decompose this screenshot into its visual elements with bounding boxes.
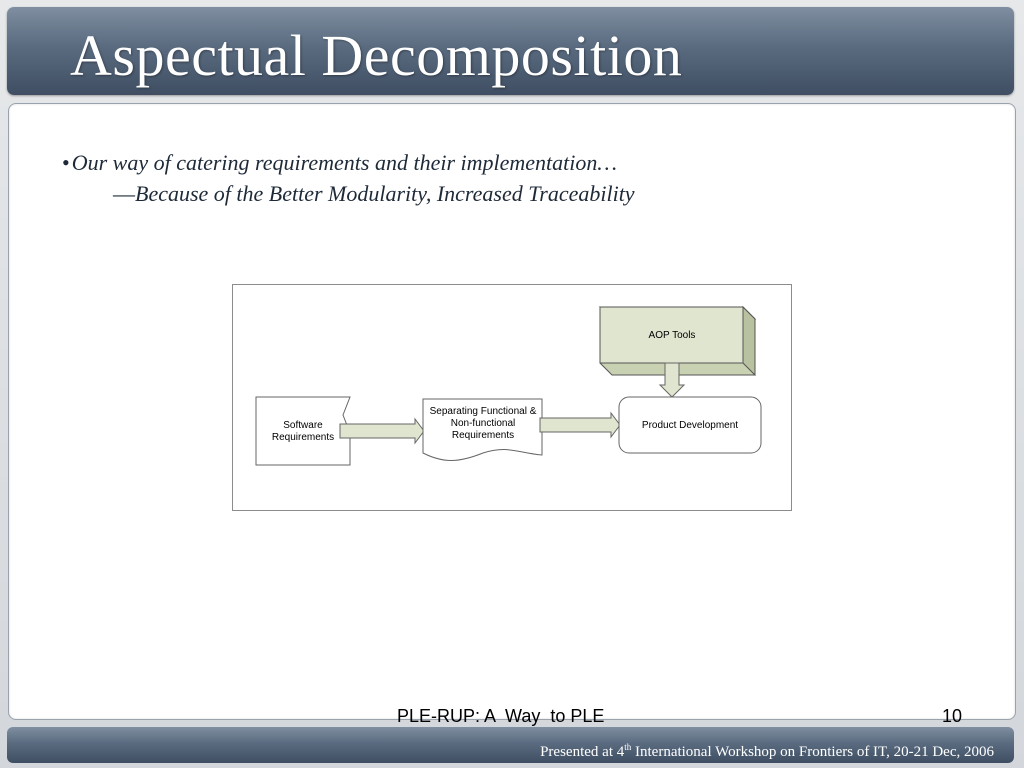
separating-label-line3: Requirements (452, 430, 514, 441)
sub-bullet-text: ―Because of the Better Modularity, Incre… (113, 181, 635, 206)
right-arrow-icon (339, 417, 425, 445)
diagram-canvas: AOP Tools Software Requirements Separati… (255, 305, 762, 466)
presented-suffix: International Workshop on Frontiers of I… (631, 744, 994, 760)
process-diagram: AOP Tools Software Requirements Separati… (232, 284, 792, 511)
separating-label-line2: Non-functional (451, 418, 515, 429)
software-requirements-shape (255, 396, 351, 466)
presented-at-text: Presented at 4th International Workshop … (540, 742, 994, 761)
separating-label-line1: Separating Functional & (430, 406, 537, 417)
right-arrow-icon (539, 411, 621, 439)
aop-tools-box: AOP Tools (598, 305, 757, 377)
product-development-label: Product Development (642, 420, 738, 431)
separating-requirements-shape (422, 398, 543, 461)
presented-prefix: Presented at 4 (540, 744, 625, 760)
down-arrow-icon (658, 362, 686, 398)
bullet-text: Our way of catering requirements and the… (71, 150, 617, 175)
aop-tools-label: AOP Tools (649, 330, 696, 341)
title-bar: Aspectual Decomposition (7, 7, 1014, 95)
software-req-label-line1: Software (283, 420, 323, 431)
slide-title: Aspectual Decomposition (70, 23, 683, 88)
product-development-box (618, 396, 762, 454)
software-req-label-line2: Requirements (272, 432, 334, 443)
bullet-item: •Our way of catering requirements and th… (62, 150, 617, 176)
presented-superscript: th (624, 742, 632, 752)
bullet-dot-icon: • (62, 150, 70, 175)
aop-box-front-face (599, 306, 744, 364)
bottom-bar: Presented at 4th International Workshop … (7, 727, 1014, 763)
aop-box-side-face (742, 305, 756, 377)
page-number: 10 (942, 706, 963, 726)
footer-title: PLE-RUP: A Way to PLE (397, 706, 605, 726)
